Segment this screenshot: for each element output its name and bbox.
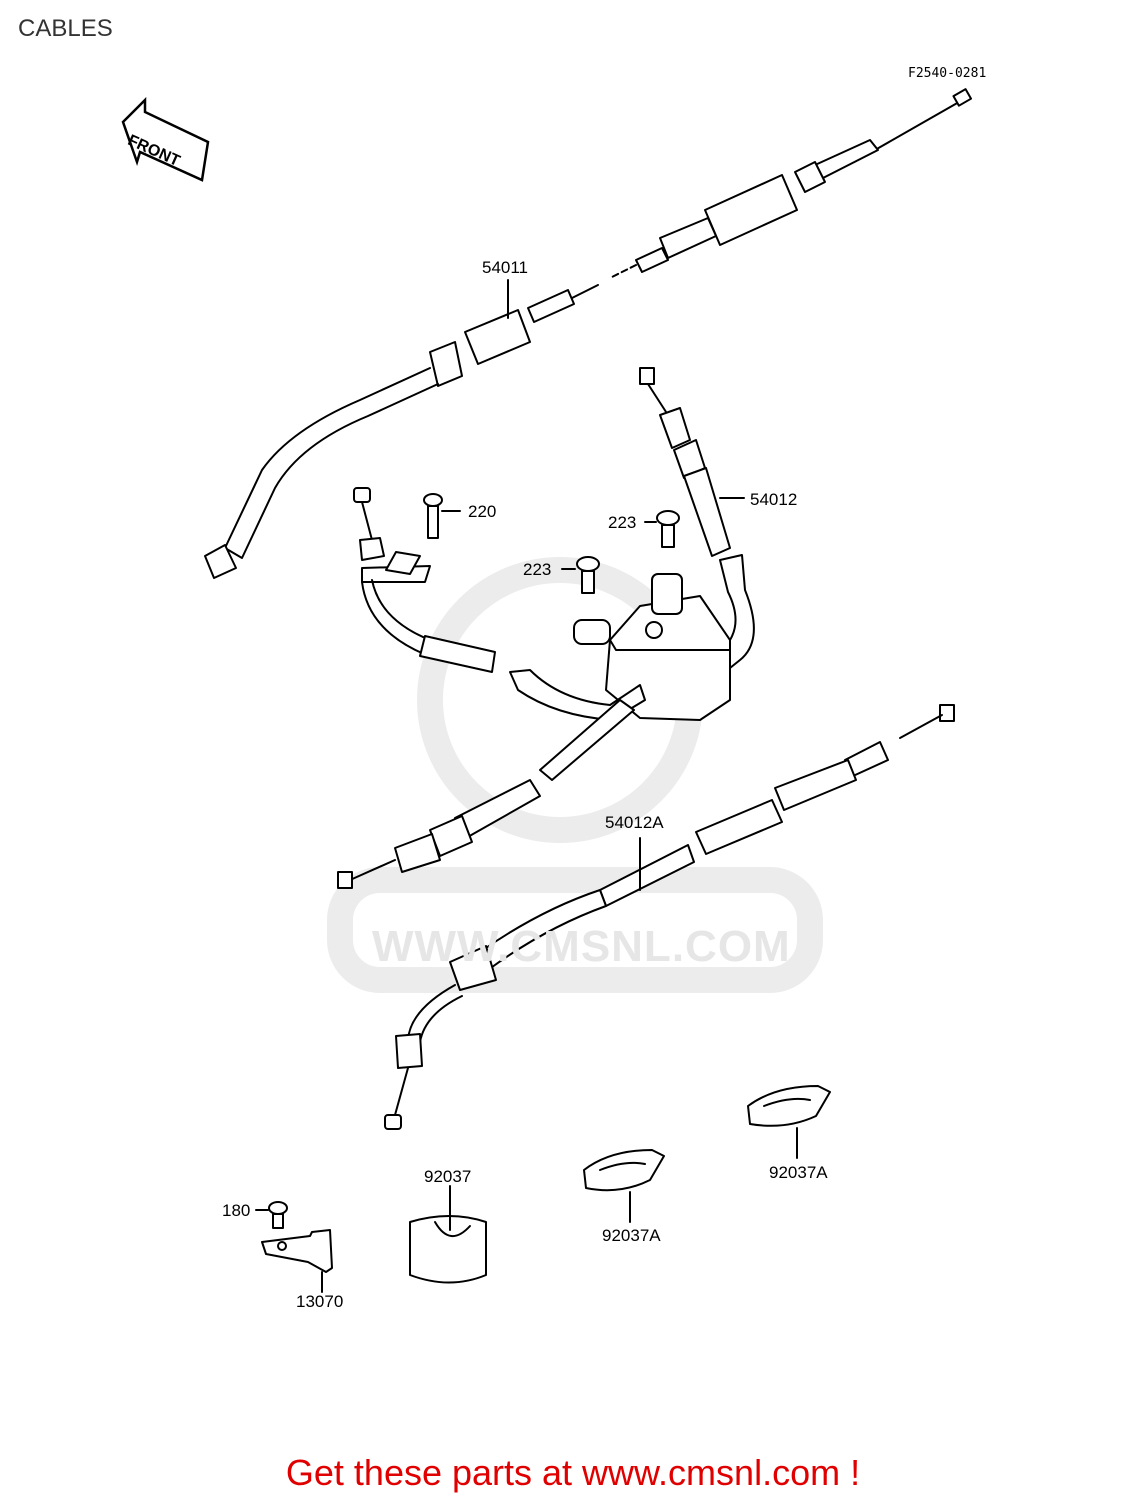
part-label-92037[interactable]: 92037 <box>424 1167 472 1186</box>
part-label-92037A-b[interactable]: 92037A <box>769 1163 828 1182</box>
cable-54012A <box>337 699 955 1130</box>
bolt-220 <box>385 493 461 575</box>
part-label-92037A-a[interactable]: 92037A <box>602 1226 661 1245</box>
part-label-54012[interactable]: 54012 <box>750 490 798 509</box>
clamp-92037A-a <box>583 1149 665 1223</box>
bracket-13070 <box>261 1229 333 1293</box>
part-label-13070[interactable]: 13070 <box>296 1292 344 1311</box>
cable-left <box>353 487 646 721</box>
front-arrow-icon <box>121 96 210 182</box>
part-label-54011[interactable]: 54011 <box>482 258 529 277</box>
reference-code: F2540-0281 <box>908 66 987 81</box>
cable-54012 <box>639 367 755 673</box>
cable-54011 <box>204 88 973 579</box>
part-label-220[interactable]: 220 <box>468 502 497 521</box>
page-title: CABLES <box>18 15 113 42</box>
promo-link[interactable]: Get these parts at www.cmsnl.com ! <box>285 1452 861 1493</box>
part-label-223-a[interactable]: 223 <box>608 513 637 532</box>
part-label-223-b[interactable]: 223 <box>523 560 552 579</box>
clip-92037 <box>409 1185 487 1284</box>
part-label-54012A[interactable]: 54012A <box>605 813 664 832</box>
clamp-92037A-b <box>747 1085 831 1159</box>
watermark-text: WWW.CMSNL.COM <box>372 922 791 971</box>
part-label-180[interactable]: 180 <box>222 1201 251 1220</box>
bolt-223-a <box>644 510 680 548</box>
bolt-223-b <box>561 556 600 594</box>
junction-box <box>573 573 731 721</box>
bolt-180 <box>255 1201 288 1229</box>
